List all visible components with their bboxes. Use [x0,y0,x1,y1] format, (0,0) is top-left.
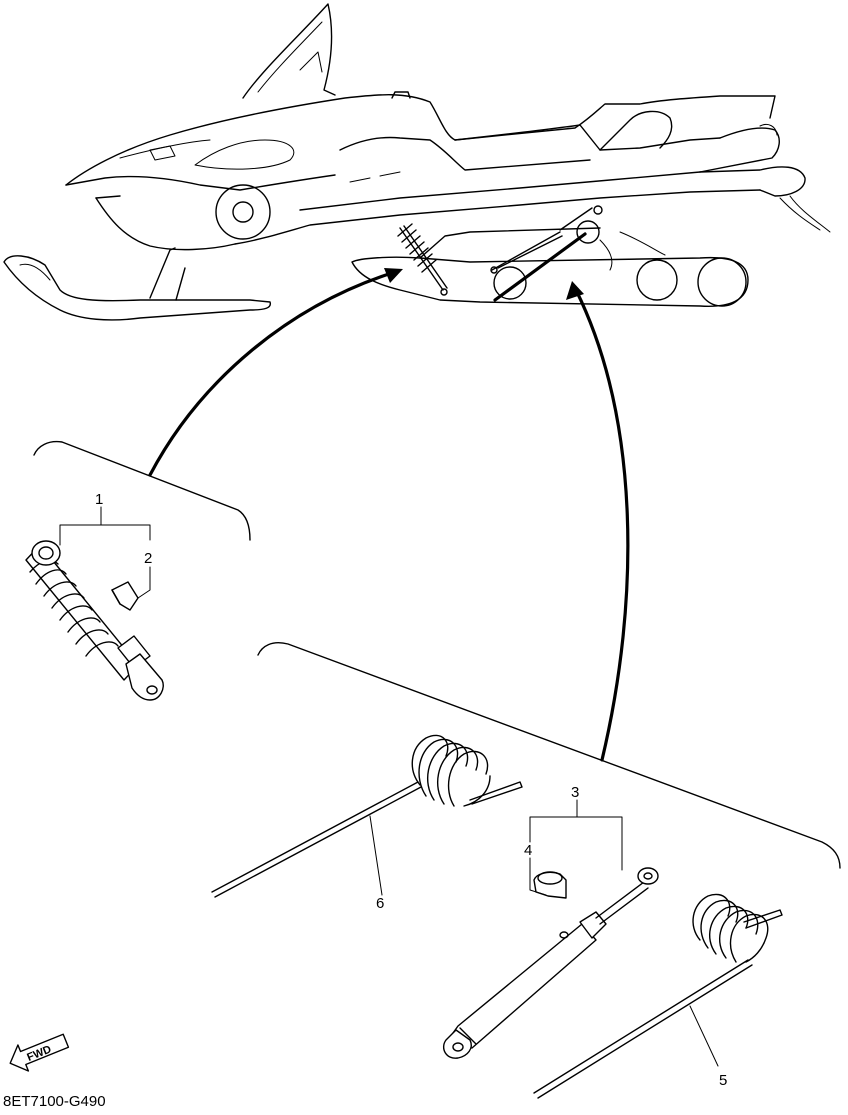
front-group-bracket [33,440,251,541]
part-5-spring [533,893,783,1099]
rear-shock-on-machine [490,205,603,302]
pointer-arrow-rear [566,281,630,762]
callout-group-1-2 [59,506,151,599]
front-shock-on-machine [397,223,448,296]
part-3-rear-shock-absorber [442,867,659,1059]
pointer-arrow-front [148,268,403,477]
callout-3: 3 [571,784,579,801]
rear-group-bracket [257,642,841,869]
fwd-label: FWD [25,1043,53,1064]
part-1-front-shock-absorber [25,540,164,701]
part-2-collar [111,581,139,611]
callout-group-3-4 [529,799,623,896]
callout-1: 1 [95,491,103,508]
part-6-spring [211,734,523,898]
snowmobile-illustration [3,3,831,321]
part-4-bushing [533,871,567,899]
diagram-code: 8ET7100-G490 [3,1093,106,1110]
callout-2: 2 [144,550,152,567]
callout-6: 6 [376,895,384,912]
callout-4: 4 [524,842,532,859]
fwd-arrow-icon: FWD [9,1033,70,1072]
callout-5: 5 [719,1072,727,1089]
